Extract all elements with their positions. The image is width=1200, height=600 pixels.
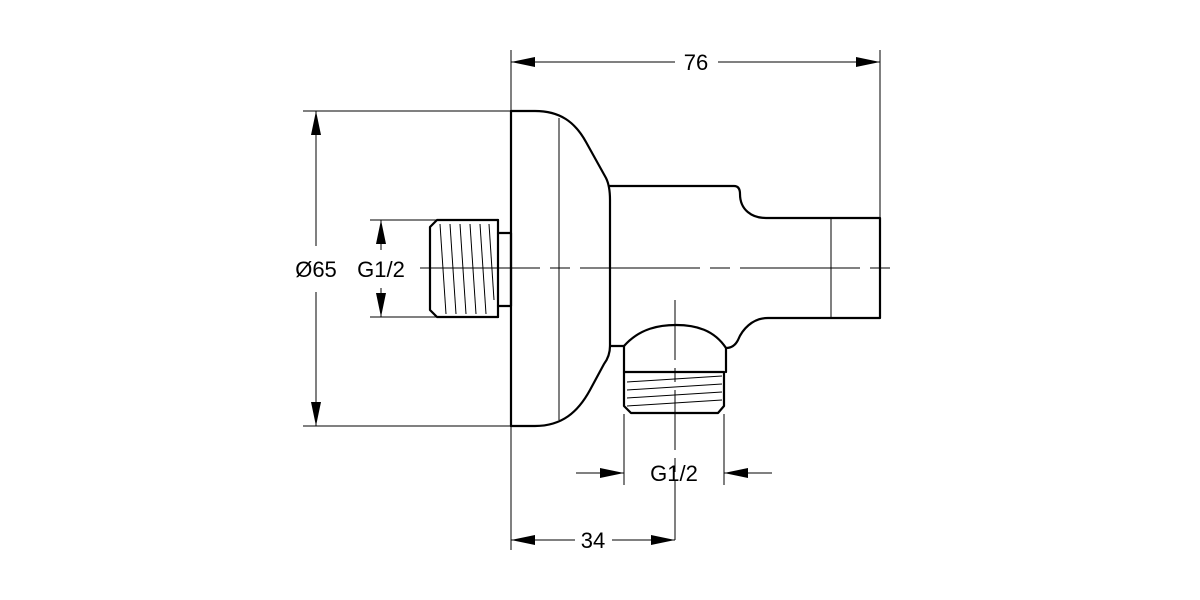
dimension-inlet-thread: G1/2 [357,220,405,317]
inlet-thread-hatching [439,223,495,315]
inlet-thread-label: G1/2 [357,257,405,282]
dimension-outlet-thread: G1/2 [576,461,772,486]
dimension-flange-diameter: Ø65 [295,111,337,426]
flange-diameter-label: Ø65 [295,257,337,282]
dimension-outlet-offset: 34 [511,528,675,553]
elbow-body [608,184,882,350]
extension-lines [303,50,881,550]
outlet-thread-label: G1/2 [650,461,698,486]
overall-length-label: 76 [684,50,708,75]
dimension-overall-length: 76 [511,50,880,75]
center-lines [420,267,900,548]
outlet-offset-label: 34 [581,528,605,553]
outlet-connector [608,323,728,415]
